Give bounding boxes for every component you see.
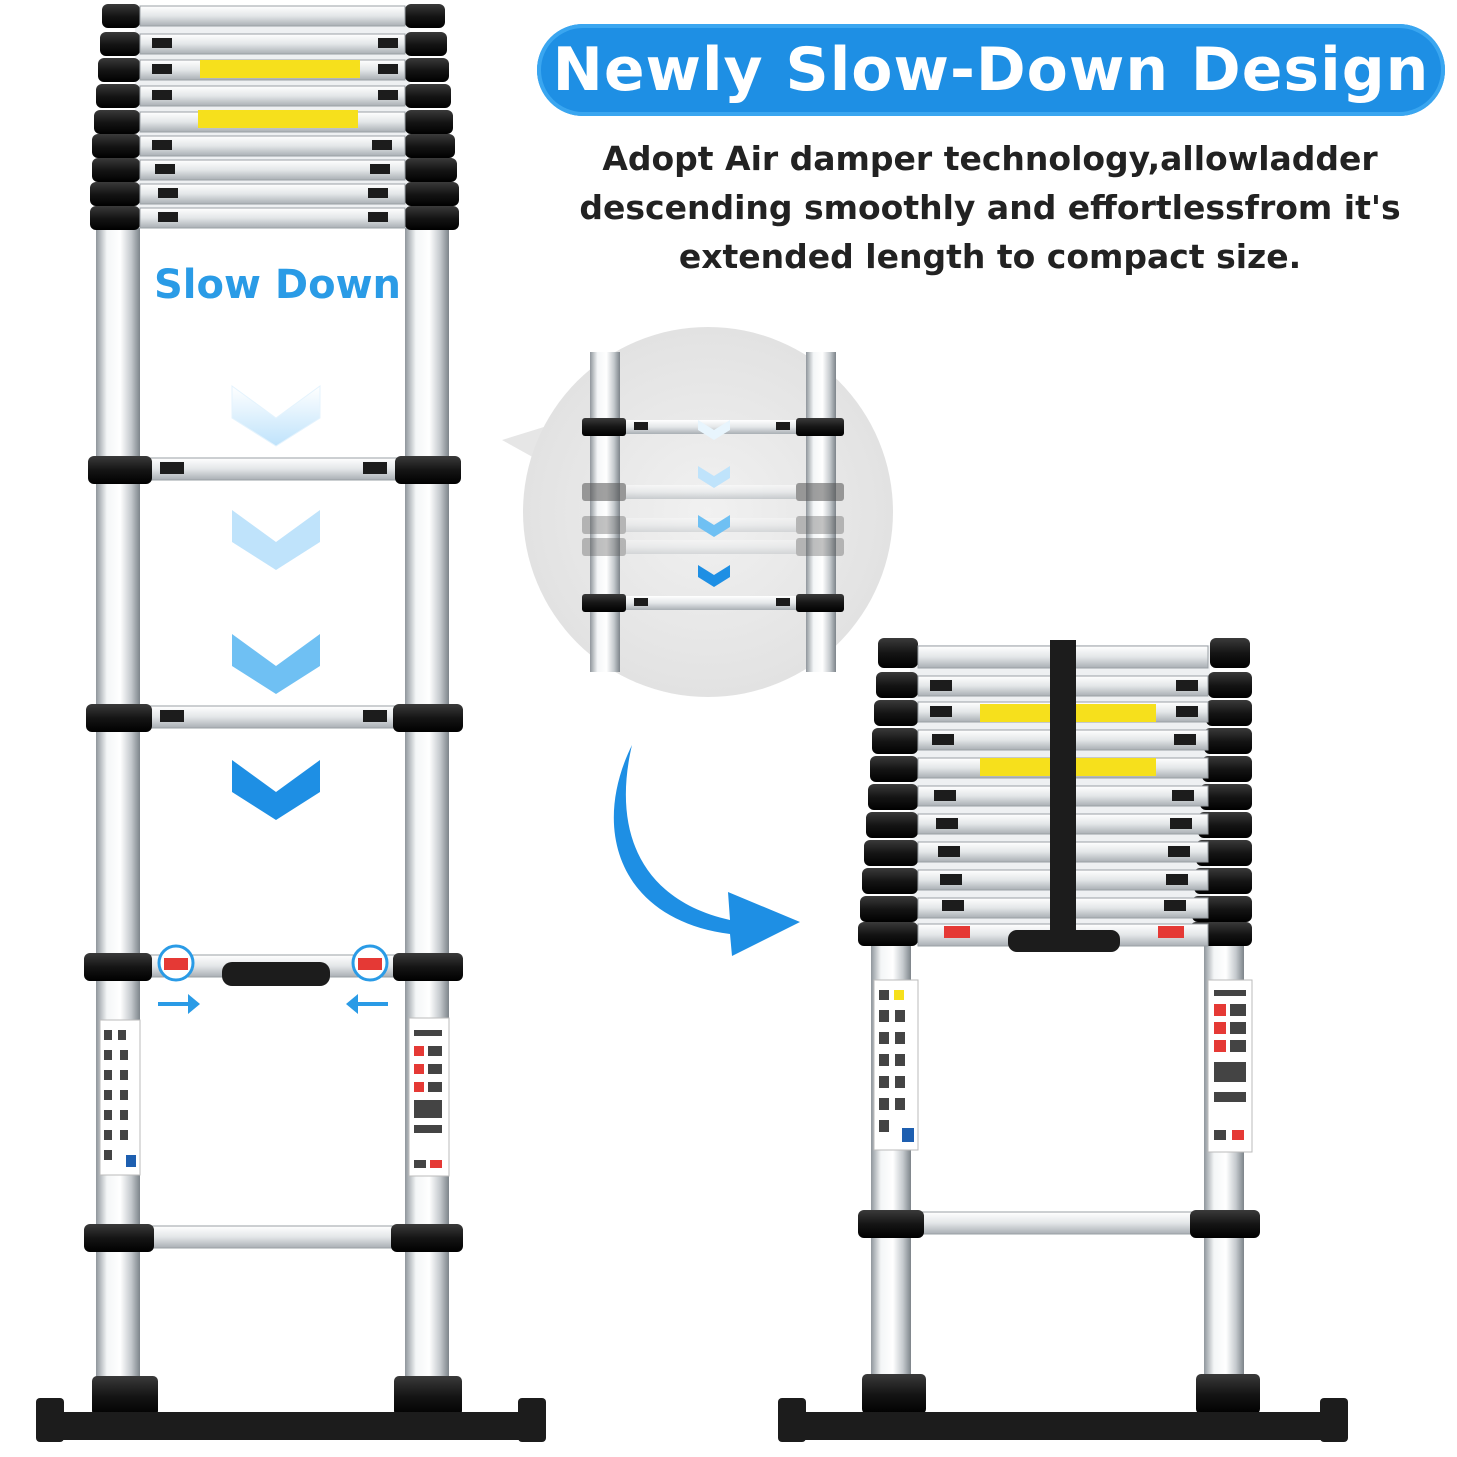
description-line: extended length to compact size. <box>678 237 1302 276</box>
down-chevron-icon <box>698 515 730 537</box>
down-chevron-icon <box>232 760 320 820</box>
rung <box>86 704 463 732</box>
rung-with-release-buttons <box>84 944 463 1014</box>
instruction-sticker <box>1207 979 1253 1153</box>
zoom-bubble <box>502 327 893 697</box>
push-arrow-icon <box>158 994 200 1014</box>
release-button <box>358 958 382 970</box>
retaining-strap <box>1050 640 1076 940</box>
collapsed-ladder <box>778 638 1348 1442</box>
push-arrow-icon <box>346 994 388 1014</box>
down-chevron-icon <box>231 385 321 447</box>
extended-ladder <box>36 4 546 1442</box>
right-pole <box>405 220 449 1400</box>
carry-handle <box>1008 930 1120 952</box>
down-chevron-icon <box>698 420 730 440</box>
headline-text: Newly Slow-Down Design <box>552 35 1430 105</box>
down-chevron-icon <box>232 634 320 694</box>
collapsed-rung-stack <box>90 4 459 230</box>
instruction-sticker <box>408 1017 450 1177</box>
release-button <box>944 926 970 938</box>
release-button <box>164 958 188 970</box>
stabilizer-foot <box>778 1374 1348 1442</box>
description-line: descending smoothly and effortlessfrom i… <box>579 188 1401 227</box>
rung <box>84 1224 463 1252</box>
rung <box>858 1210 1260 1238</box>
left-pole <box>96 220 140 1400</box>
down-chevron-icon <box>232 510 320 570</box>
warning-label-icon <box>200 60 360 78</box>
warning-label-icon <box>198 110 358 128</box>
feature-description: Adopt Air damper technology,allowladder … <box>560 134 1420 281</box>
down-chevron-icon <box>698 565 730 587</box>
curved-arrow-icon <box>613 745 800 956</box>
instruction-sticker <box>99 1019 141 1176</box>
carry-handle <box>222 962 330 986</box>
stabilizer-foot <box>36 1376 546 1442</box>
description-line: Adopt Air damper technology,allowladder <box>602 139 1378 178</box>
instruction-sticker <box>873 979 919 1151</box>
down-chevron-icon <box>698 466 730 488</box>
rung <box>88 456 461 484</box>
headline-banner: Newly Slow-Down Design <box>537 24 1445 116</box>
release-button <box>1158 926 1184 938</box>
slow-down-label: Slow Down <box>154 262 401 308</box>
